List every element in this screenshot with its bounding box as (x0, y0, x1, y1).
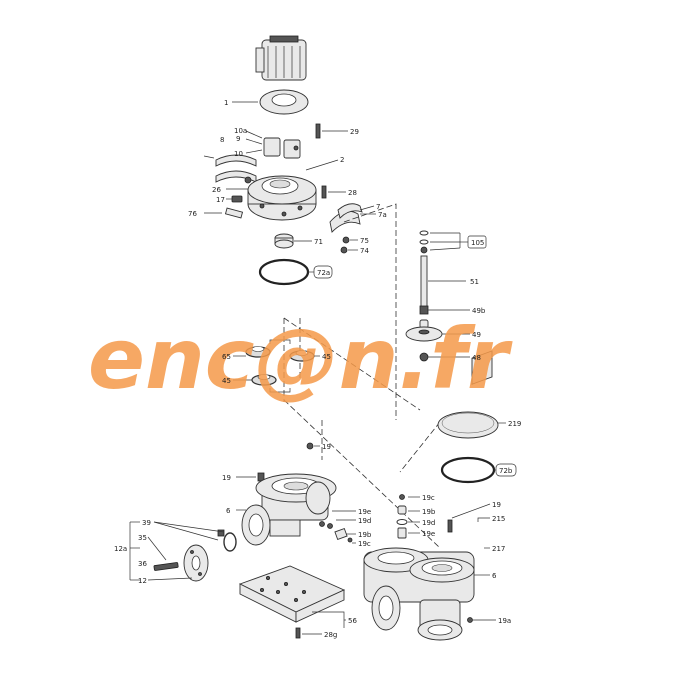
callout-2: 2 (340, 156, 344, 164)
callout-19d-right: 19d (422, 519, 435, 527)
callout-19-right: 19 (492, 501, 501, 509)
callout-74: 74 (360, 247, 369, 255)
bolt-29 (315, 123, 321, 139)
callout-19a: 19a (498, 617, 511, 625)
callout-56: 56 (348, 617, 357, 625)
callout-19c-left: 19c (358, 540, 371, 548)
callout-75: 75 (360, 237, 369, 245)
nameplate (471, 350, 493, 385)
callout-28: 28 (348, 189, 357, 197)
callout-49b: 49b (472, 307, 486, 315)
base-plate (238, 565, 346, 639)
callout-26: 26 (212, 186, 221, 194)
callout-6-right: 6 (492, 572, 497, 580)
callout-105: 105 (471, 239, 484, 247)
callout-51: 51 (470, 278, 479, 286)
pump-body-twin (363, 547, 475, 641)
callout-45-left: 45 (222, 377, 231, 385)
callout-box-72a (313, 265, 333, 279)
pump-body-left (241, 442, 353, 546)
shaft-assembly (405, 230, 443, 362)
callout-19e-right: 19e (422, 530, 435, 538)
callout-29: 29 (350, 128, 359, 136)
callout-10a: 10a (234, 127, 247, 135)
callout-box-105 (467, 235, 487, 249)
motor-flange (259, 89, 309, 115)
pump-head (247, 175, 317, 221)
callout-65: 65 (222, 353, 231, 361)
callout-39: 39 (142, 519, 151, 527)
callout-box-72b (495, 463, 517, 477)
callout-7a: 7a (378, 211, 387, 219)
callout-8: 8 (220, 136, 224, 144)
callout-12: 12 (138, 577, 147, 585)
seal-71 (274, 233, 294, 249)
callout-1: 1 (224, 99, 228, 107)
callout-19-left: 19 (222, 474, 231, 482)
motor (255, 35, 307, 81)
callout-9: 9 (236, 135, 240, 143)
callout-76: 76 (188, 210, 197, 218)
coupling (203, 137, 301, 184)
callout-48: 48 (472, 354, 481, 362)
callout-217: 217 (492, 545, 505, 553)
cover-plate-219 (437, 411, 499, 439)
callout-19c-right: 19c (422, 494, 435, 502)
callout-7: 7 (376, 203, 380, 211)
callout-36: 36 (138, 560, 147, 568)
callout-17: 17 (216, 196, 225, 204)
callout-71: 71 (314, 238, 323, 246)
drain-parts (396, 494, 408, 539)
coupling-guard (329, 203, 363, 233)
callout-35: 35 (138, 534, 147, 542)
o-ring-72a (258, 258, 310, 286)
callout-72a: 72a (317, 269, 330, 277)
callout-49: 49 (472, 331, 481, 339)
watermark-text: enc@n.fr (88, 310, 513, 408)
callout-215: 215 (492, 515, 505, 523)
callout-219: 219 (508, 420, 521, 428)
callout-19d-left: 19d (358, 517, 371, 525)
callout-72b: 72b (499, 467, 513, 475)
callout-19e-left: 19e (358, 508, 371, 516)
callout-12a: 12a (114, 545, 127, 553)
callout-28g: 28g (324, 631, 337, 639)
callout-6-left: 6 (226, 507, 231, 515)
vent-screw (340, 236, 350, 254)
plug-17 (231, 195, 243, 203)
wear-rings (245, 346, 315, 386)
callout-45-right: 45 (322, 353, 331, 361)
key-76 (224, 207, 244, 219)
flange-assembly (153, 529, 237, 582)
callout-19b-left: 19b (358, 531, 372, 539)
callout-10: 10 (234, 150, 243, 158)
o-ring-72b (440, 456, 496, 484)
callout-19b-right: 19b (422, 508, 436, 516)
bolt-28 (321, 185, 327, 199)
callout-19-top: 19 (322, 443, 331, 451)
bolt-19 (447, 519, 453, 533)
